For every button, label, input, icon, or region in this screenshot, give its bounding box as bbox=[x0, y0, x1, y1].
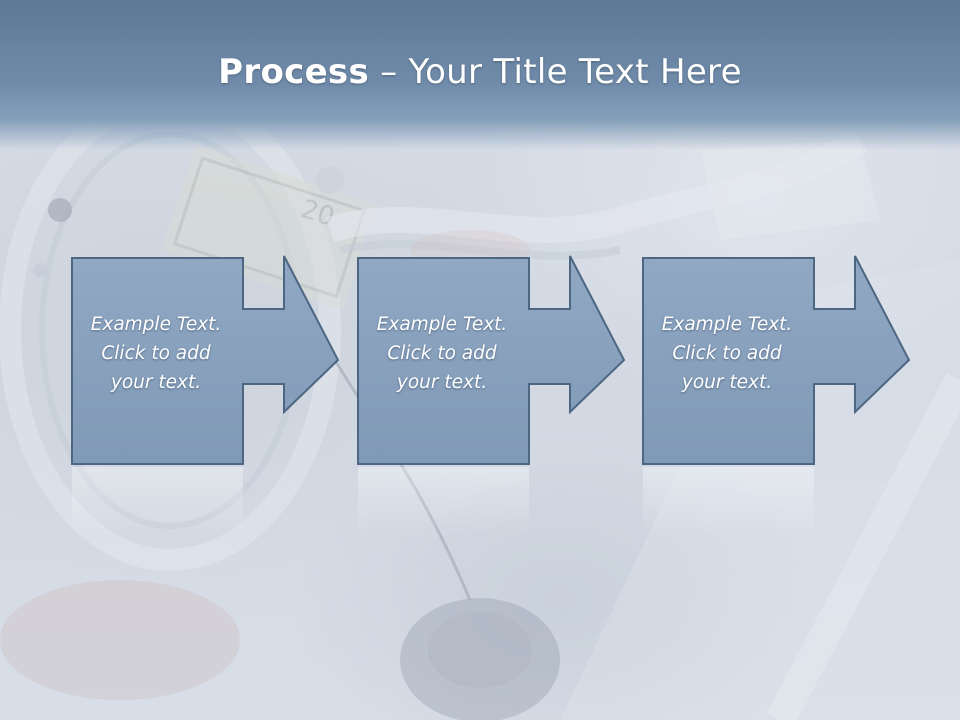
arrow-box-shape-1 bbox=[71, 255, 340, 465]
title-bar: Process – Your Title Text Here bbox=[0, 0, 960, 150]
step-line: your text. bbox=[681, 372, 773, 393]
step-text-1[interactable]: Example Text. Click to add your text. bbox=[72, 310, 240, 397]
arrow-box-shape-3 bbox=[642, 255, 911, 465]
step-reflection bbox=[641, 467, 960, 537]
title-strong: Process bbox=[218, 52, 370, 92]
slide-title[interactable]: Process – Your Title Text Here bbox=[0, 52, 960, 92]
step-line: Click to add bbox=[672, 343, 782, 364]
step-line: Click to add bbox=[101, 343, 211, 364]
process-step-3[interactable]: Example Text. Click to add your text. bbox=[641, 255, 960, 537]
step-line: your text. bbox=[110, 372, 202, 393]
step-line: Click to add bbox=[387, 343, 497, 364]
step-text-2[interactable]: Example Text. Click to add your text. bbox=[358, 310, 526, 397]
step-line: Example Text. bbox=[661, 314, 793, 335]
step-line: Example Text. bbox=[376, 314, 508, 335]
step-text-3[interactable]: Example Text. Click to add your text. bbox=[643, 310, 811, 397]
arrow-box-shape-2 bbox=[357, 255, 626, 465]
title-rest: – Your Title Text Here bbox=[369, 52, 742, 92]
step-line: your text. bbox=[396, 372, 488, 393]
step-line: Example Text. bbox=[90, 314, 222, 335]
